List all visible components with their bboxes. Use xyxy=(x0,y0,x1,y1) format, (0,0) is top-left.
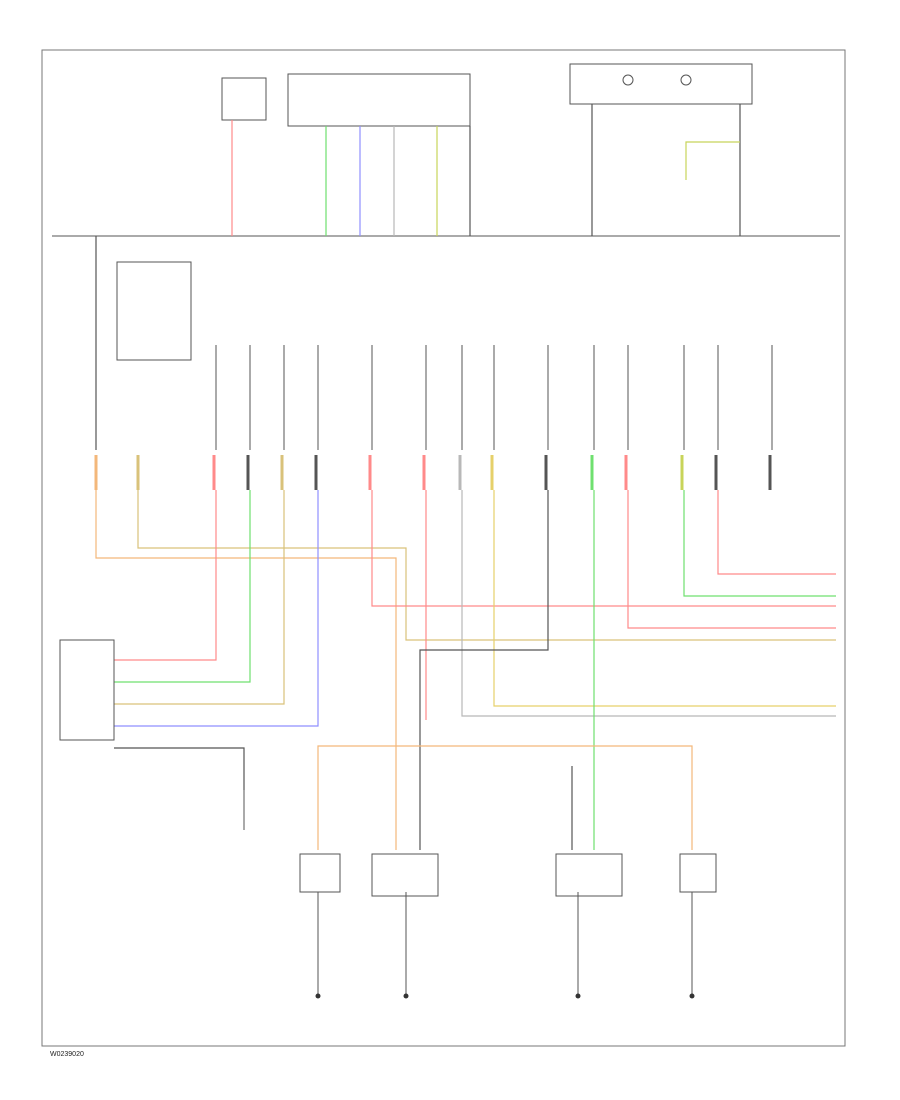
lamp-socket-4 xyxy=(679,853,717,893)
wire-gray xyxy=(461,490,836,717)
ground-icon xyxy=(315,993,321,999)
left-switch-box xyxy=(59,639,115,741)
wire-black xyxy=(419,490,549,850)
wire-tan xyxy=(114,490,285,705)
lamp-icon xyxy=(680,74,692,86)
lamp-socket-1 xyxy=(299,853,341,893)
wire-olive xyxy=(683,490,836,597)
fuse-box xyxy=(221,77,267,121)
lamp-socket-3 xyxy=(555,853,623,897)
ground-icon xyxy=(575,993,581,999)
ground-icon xyxy=(403,993,409,999)
wire-orange xyxy=(95,490,397,850)
wire-tan xyxy=(137,490,836,641)
wire-green xyxy=(114,490,251,683)
switch-box xyxy=(287,73,471,127)
wire-red xyxy=(627,490,836,629)
wire-black xyxy=(114,747,245,790)
wire-orange xyxy=(317,745,693,850)
wire-red xyxy=(114,490,217,661)
wire-olive xyxy=(685,141,740,180)
ground-icon xyxy=(689,993,695,999)
lamp-icon xyxy=(622,74,634,86)
relay-box xyxy=(116,261,192,361)
diagram-code: W0239020 xyxy=(50,1051,84,1058)
diagram-frame xyxy=(41,49,846,1047)
wire-red xyxy=(717,490,836,575)
wire-red xyxy=(371,490,836,607)
light-switch-box xyxy=(569,63,753,105)
wire-blue xyxy=(114,490,319,727)
lamp-socket-2 xyxy=(371,853,439,897)
wire-yellow xyxy=(493,490,836,707)
